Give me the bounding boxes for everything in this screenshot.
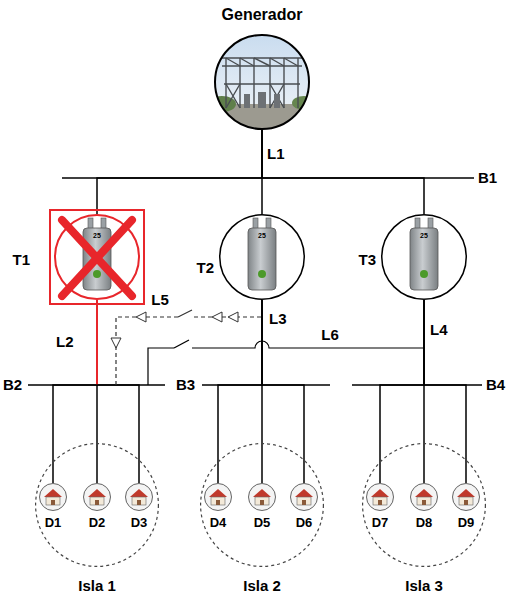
node-label: D4 (210, 516, 227, 530)
bus-label: B3 (176, 377, 195, 394)
outline-circle (220, 215, 305, 300)
node-label: Isla 3 (405, 578, 443, 595)
bus-line (28, 384, 482, 386)
outline-circle (126, 484, 153, 511)
outline-circle (205, 484, 232, 511)
transformer-circle: T3 (381, 214, 467, 300)
node-label: Isla 1 (78, 578, 116, 595)
node-outline (366, 483, 394, 511)
outline-circle (84, 484, 111, 511)
bus-label: B2 (3, 377, 22, 394)
node-label: D3 (131, 516, 148, 530)
node-label: T1 (12, 252, 30, 269)
transformer-icon (410, 218, 438, 290)
node-outline (248, 483, 276, 511)
outline-circle (55, 215, 139, 299)
node-outline (219, 214, 305, 300)
customer-circle: D2 (83, 483, 111, 511)
rating-number: 25 (93, 232, 101, 240)
line-label: L5 (151, 292, 169, 309)
node-label: T2 (196, 260, 214, 277)
node-label: D1 (45, 516, 62, 530)
customer-circle: D3 (125, 483, 153, 511)
bus-line (62, 177, 474, 179)
customer-circle: D8 (410, 483, 438, 511)
node-label: T3 (358, 252, 376, 269)
node-outline (35, 443, 159, 567)
outline-circle (201, 444, 324, 567)
feeder-wire (424, 300, 466, 483)
outline-circle (40, 484, 67, 511)
feeder-wire (97, 300, 139, 483)
node-outline (214, 34, 310, 130)
node-label: D9 (458, 516, 475, 530)
line-label: L2 (56, 334, 74, 351)
line-label: L1 (267, 146, 285, 163)
bus-label: B4 (486, 377, 505, 394)
outline-circle (36, 444, 159, 567)
node-label: D5 (254, 516, 271, 530)
transformer-icon (248, 218, 276, 290)
outline-circle (453, 484, 480, 511)
feeder-wire (380, 300, 424, 483)
feeder-wire (262, 130, 424, 214)
node-label: D6 (296, 516, 313, 530)
feeder-wire (96, 300, 98, 483)
island-region: Isla 2D4D5D6 (200, 443, 324, 567)
rating-number: 25 (258, 232, 266, 240)
bus-label: B1 (478, 170, 497, 187)
faulted-line (96, 300, 98, 385)
node-outline (452, 483, 480, 511)
node-outline (83, 483, 111, 511)
island-region: Isla 1D1D2D3 (35, 443, 159, 567)
node-outline (39, 483, 67, 511)
outline-circle (215, 35, 309, 129)
outline-circle (291, 484, 318, 511)
feeder-wire (218, 300, 262, 483)
failure-cross (50, 210, 144, 304)
node-label: Isla 2 (243, 578, 281, 595)
transformer-circle: T2 (219, 214, 305, 300)
line-label: L3 (269, 311, 287, 328)
customer-circle: D7 (366, 483, 394, 511)
node-outline (200, 443, 324, 567)
transformer-circle: T1 (54, 214, 140, 300)
customer-circle: D6 (290, 483, 318, 511)
node-outline (54, 214, 140, 300)
node-label: Generador (222, 6, 303, 24)
node-outline (381, 214, 467, 300)
node-outline (410, 483, 438, 511)
customer-circle: D4 (204, 483, 232, 511)
outline-circle (249, 484, 276, 511)
substation-photo (208, 34, 316, 130)
rating-number: 25 (420, 232, 428, 240)
customer-circle: D5 (248, 483, 276, 511)
feeder-wire (262, 300, 304, 483)
outline-circle (411, 484, 438, 511)
island-region: Isla 3D7D8D9 (362, 443, 486, 567)
feeder-wire (53, 300, 97, 483)
outline-circle (382, 215, 467, 300)
line-label: L4 (430, 322, 448, 339)
node-outline (204, 483, 232, 511)
customer-circle: D1 (39, 483, 67, 511)
house-icons (39, 483, 480, 511)
feeder-wire (97, 130, 262, 214)
line-label: L6 (321, 327, 339, 344)
generator-circle: Generador (214, 34, 310, 130)
customer-circle: D9 (452, 483, 480, 511)
node-label: D2 (89, 516, 106, 530)
outline-circle (367, 484, 394, 511)
node-label: D8 (416, 516, 433, 530)
node-outline (290, 483, 318, 511)
node-outline (125, 483, 153, 511)
node-label: D7 (372, 516, 389, 530)
node-outline (362, 443, 486, 567)
outline-circle (363, 444, 486, 567)
